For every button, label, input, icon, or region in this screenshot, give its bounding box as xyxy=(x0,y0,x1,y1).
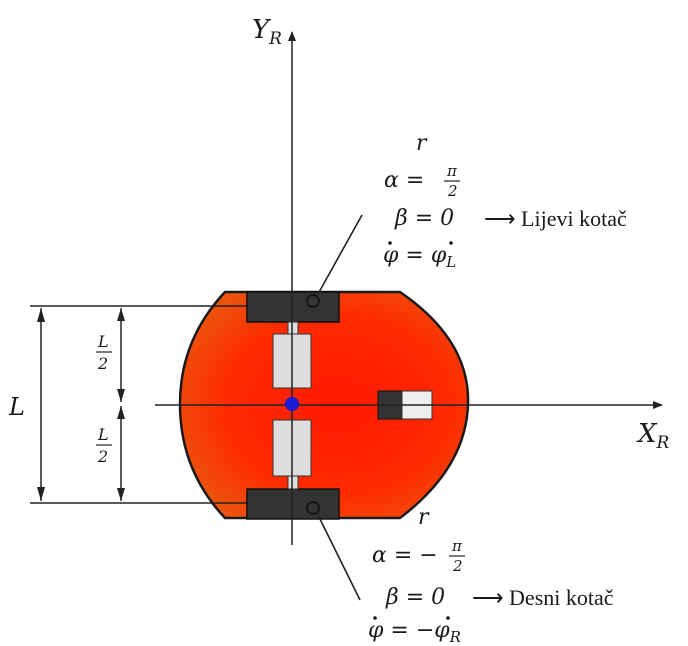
dim-half-top-label: L 2 xyxy=(96,332,112,373)
right-wheel-alpha: α = − π 2 xyxy=(372,537,465,575)
dim-L-arrow-bottom xyxy=(37,487,45,501)
right-wheel-beta: β = 0 xyxy=(385,585,445,610)
svg-text:π: π xyxy=(451,537,463,555)
right-shaft xyxy=(287,475,299,490)
right-wheel-name: ⟶ Desni kotač xyxy=(472,585,614,610)
svg-text:L: L xyxy=(97,332,109,351)
dim-L-arrow-top xyxy=(37,308,45,322)
dim-half-top-arrow-b xyxy=(117,389,125,402)
svg-text:2: 2 xyxy=(97,354,108,373)
right-wheel-phi: φ = −φR xyxy=(368,616,461,646)
left-wheel xyxy=(246,291,340,323)
svg-text:α = −: α = − xyxy=(372,543,438,568)
dim-half-bottom-arrow-b xyxy=(117,488,125,501)
svg-text:φ = −φR: φ = −φR xyxy=(368,618,461,646)
left-shaft xyxy=(287,321,299,335)
y-axis-label: YR xyxy=(252,15,282,49)
svg-text:2: 2 xyxy=(447,182,458,200)
svg-text:2: 2 xyxy=(452,557,463,575)
left-wheel-radius: r xyxy=(416,131,428,156)
svg-text:L: L xyxy=(97,425,109,444)
svg-text:2: 2 xyxy=(97,447,108,466)
svg-text:α =: α = xyxy=(384,168,424,193)
left-wheel-alpha: α = π 2 xyxy=(384,162,460,200)
svg-text:φ = φL: φ = φL xyxy=(383,243,456,271)
right-wheel xyxy=(246,488,340,520)
svg-text:π: π xyxy=(446,162,458,180)
right-wheel-radius: r xyxy=(418,505,430,530)
dim-L-label: L xyxy=(8,393,25,421)
left-wheel-name: ⟶ Lijevi kotač xyxy=(484,206,627,231)
right-wheel-hub xyxy=(306,501,320,515)
left-wheel-leader xyxy=(317,214,363,295)
center-point xyxy=(285,397,299,411)
left-wheel-beta: β = 0 xyxy=(394,206,454,231)
dim-half-bottom-arrow-a xyxy=(117,406,125,419)
left-wheel-phi: φ = φL xyxy=(383,241,456,271)
left-wheel-hub xyxy=(306,294,320,308)
right-wheel-leader xyxy=(317,514,361,601)
dim-half-bottom-label: L 2 xyxy=(96,425,112,466)
dim-half-top-arrow-a xyxy=(117,308,125,321)
x-axis-label: XR xyxy=(636,419,670,453)
